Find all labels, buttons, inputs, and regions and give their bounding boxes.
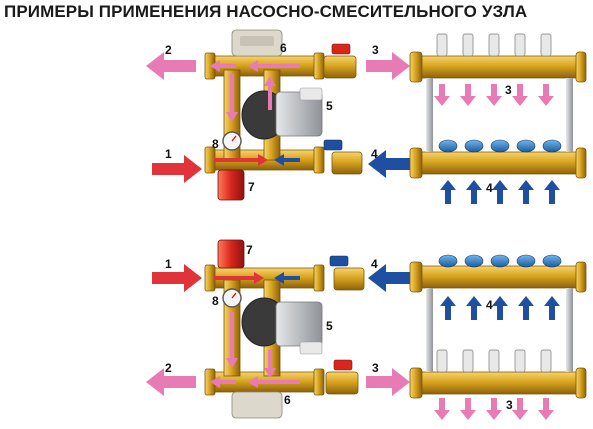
red-valve	[217, 169, 245, 201]
label-7-top: 7	[248, 180, 255, 194]
label-2-bottom: 2	[165, 361, 172, 375]
label-4-manifold-top: 4	[486, 181, 493, 195]
ball-valve-top-supply	[323, 43, 357, 79]
blue-caps-top	[438, 139, 562, 153]
manifold-return-bottom	[409, 254, 587, 320]
label-5-top: 5	[326, 99, 333, 113]
red-valve-bottom-diagram	[217, 239, 245, 269]
page-title: ПРИМЕРЫ ПРИМЕНЕНИЯ НАСОСНО-СМЕСИТЕЛЬНОГО…	[4, 2, 528, 21]
label-4-bottom: 4	[371, 257, 378, 271]
arrow-3-supply-to-manifold-bottom	[366, 368, 410, 396]
top-diagram: 2 1 3 4 5 6 7 8 3 4	[146, 29, 587, 204]
thermo-head-bottom-diagram	[231, 391, 283, 419]
label-4-manifold-bottom: 4	[486, 298, 493, 312]
pump-motor	[275, 91, 323, 137]
arrow-1-hot-in	[152, 155, 202, 183]
ball-valve-bottom-supply	[325, 359, 359, 395]
bracket-left-top	[426, 78, 433, 152]
manifold-supply-top	[409, 33, 587, 106]
label-6-bottom: 6	[284, 393, 291, 407]
manifold-supply-bottom	[409, 349, 587, 420]
manifold-return-top	[409, 139, 587, 204]
label-4-top: 4	[371, 147, 378, 161]
arrow-4-return-from-manifold-bottom	[368, 264, 414, 292]
bracket-right-top	[566, 78, 573, 152]
ball-valve-top-return	[323, 139, 363, 175]
label-3-top: 3	[372, 43, 379, 57]
flowmeters-top	[436, 33, 552, 57]
label-1-bottom: 1	[165, 257, 172, 271]
label-6-top: 6	[280, 41, 287, 55]
bottom-diagram: 1 2 4 3 5 6 7 8 4 3	[146, 239, 587, 420]
label-1-top: 1	[165, 147, 172, 161]
label-8-top: 8	[212, 137, 219, 151]
ball-valve-bottom-return	[329, 255, 365, 291]
outlets-top-supply	[434, 84, 554, 106]
arrow-2-return-out-bottom	[146, 368, 196, 396]
label-5-bottom: 5	[326, 319, 333, 333]
arrow-3-supply-to-manifold	[366, 52, 410, 80]
arrow-1-hot-in-bottom	[152, 264, 202, 292]
label-8-bottom: 8	[212, 294, 219, 308]
label-3-bottom: 3	[372, 361, 379, 375]
label-7-bottom: 7	[246, 243, 253, 257]
arrow-4-return-from-manifold	[368, 150, 414, 178]
label-2-top: 2	[165, 43, 172, 57]
label-3-manifold-top: 3	[505, 83, 512, 97]
inlets-top-return	[440, 180, 560, 204]
arrow-2-return-out	[146, 52, 196, 80]
label-3-manifold-bottom: 3	[506, 398, 513, 412]
